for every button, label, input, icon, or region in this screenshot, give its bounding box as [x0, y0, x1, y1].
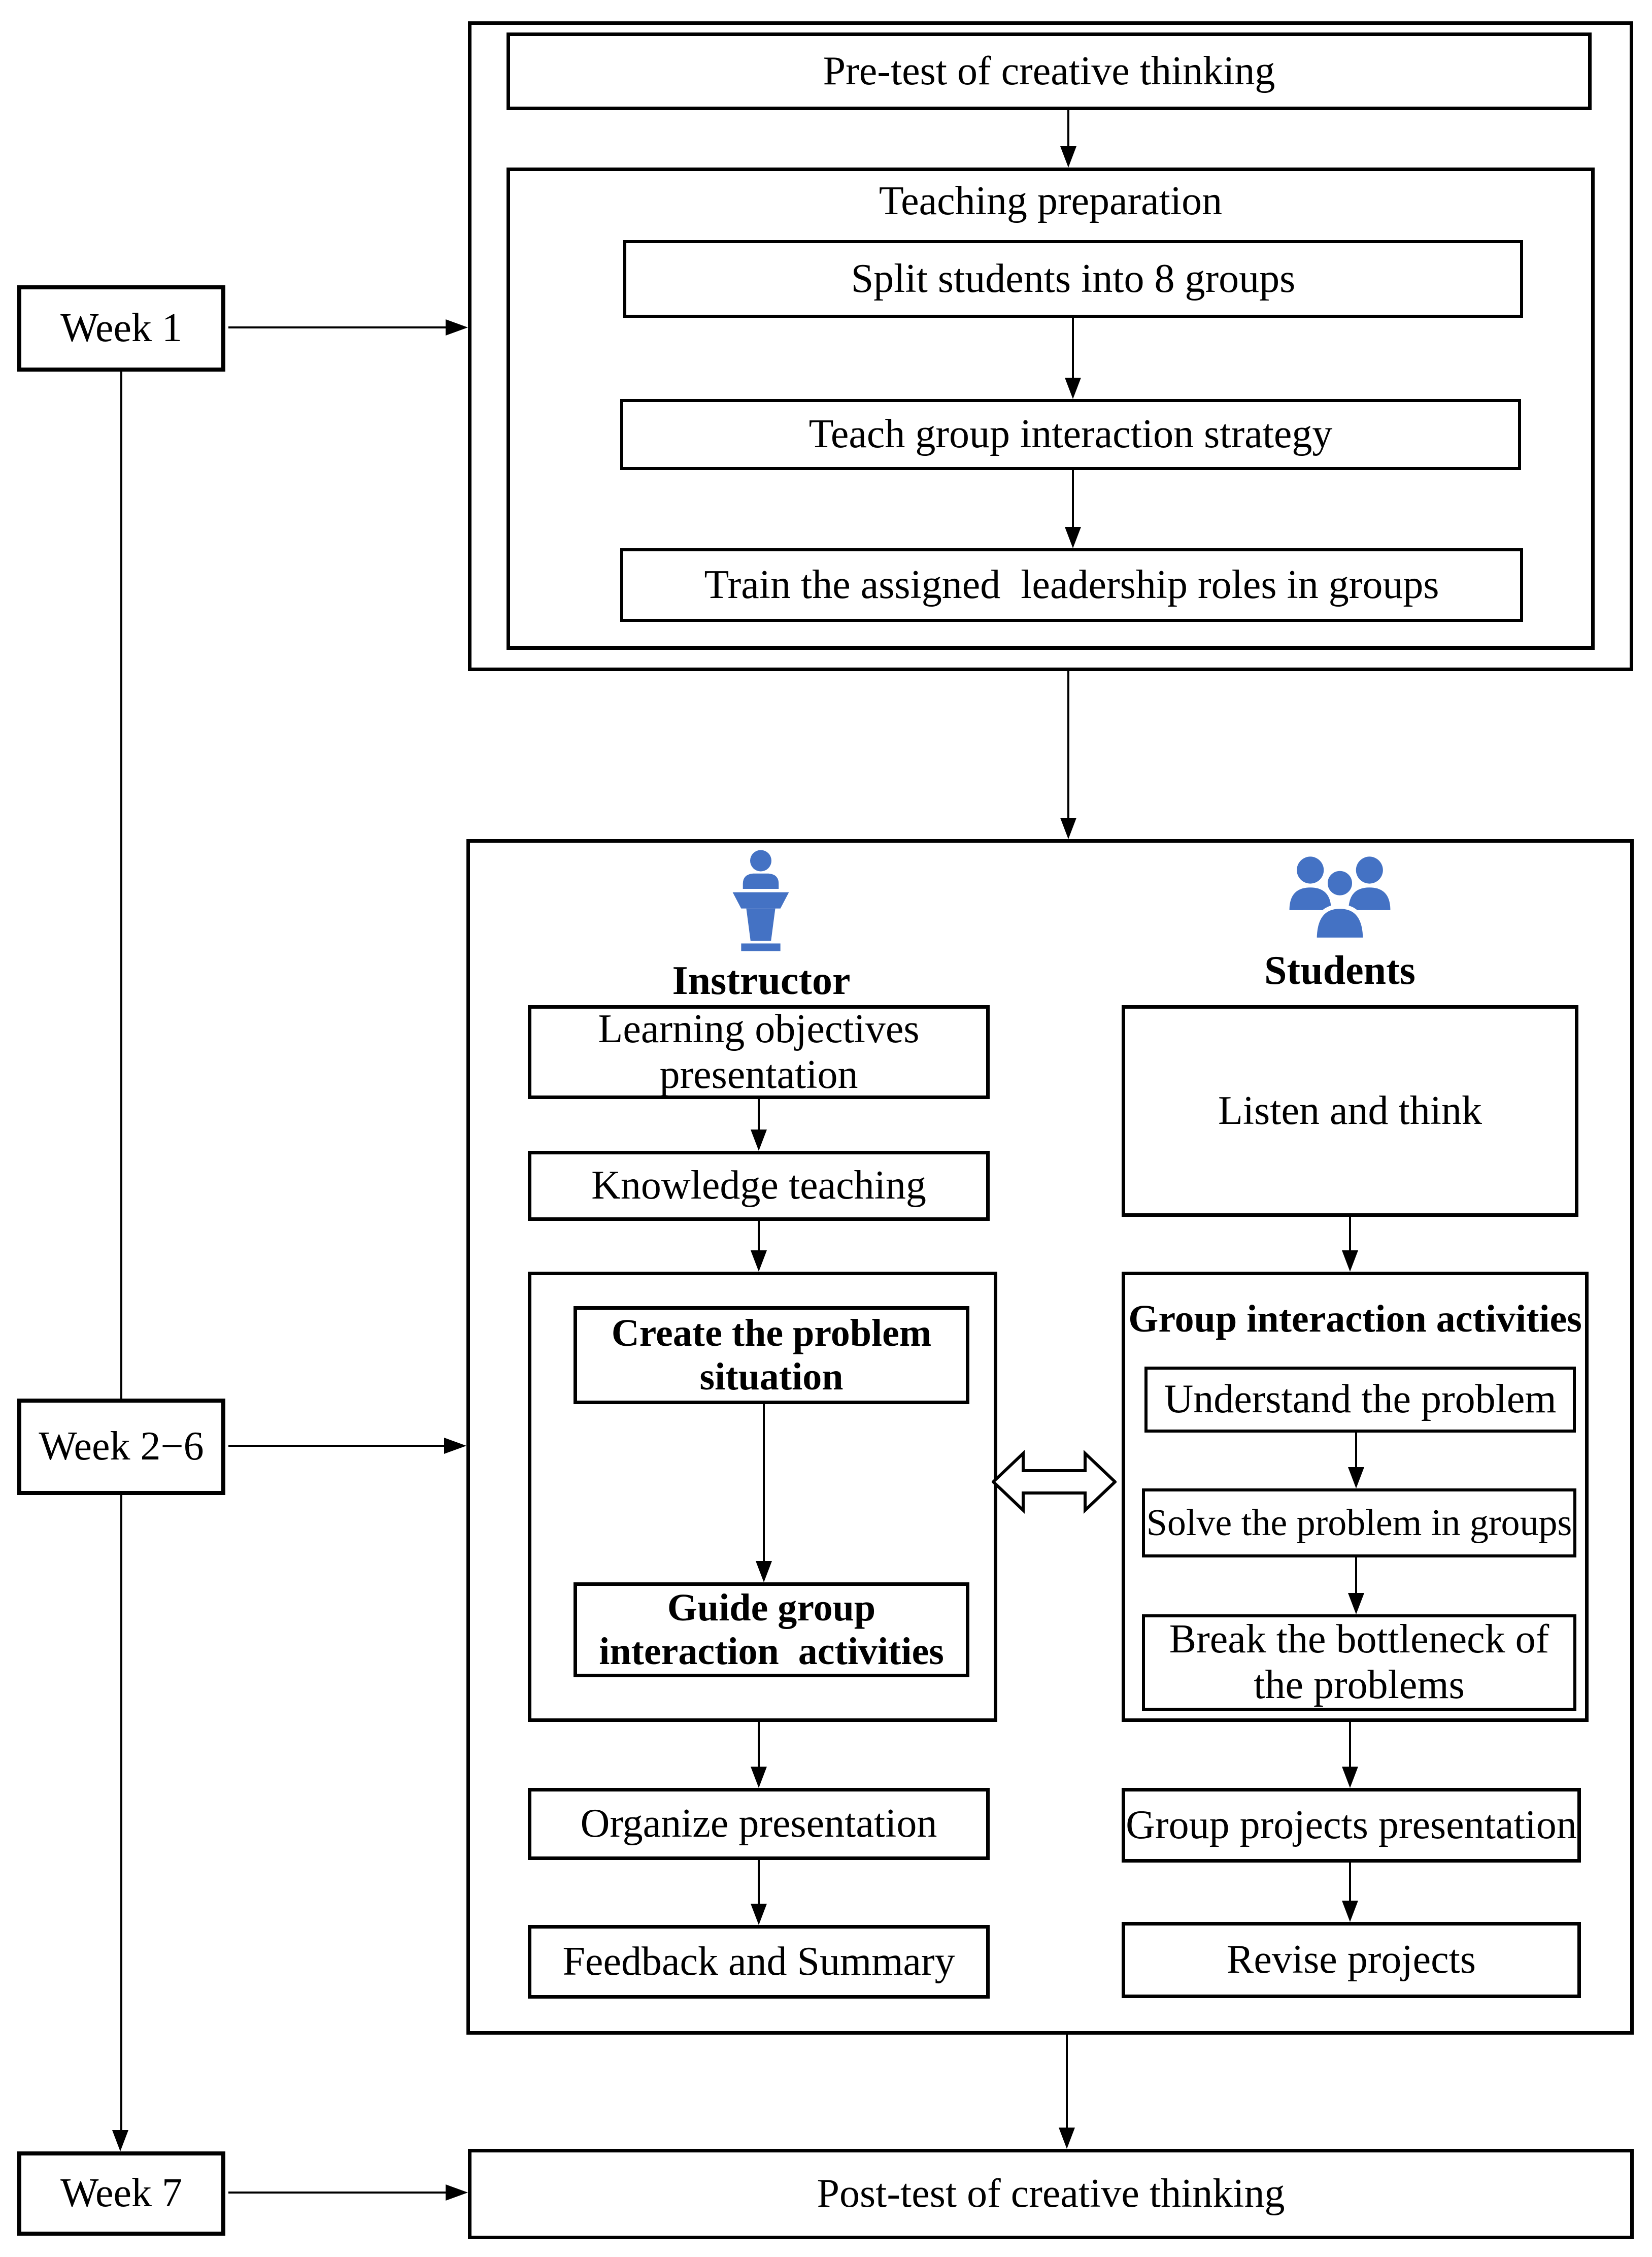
listen-think-label: Listen and think — [1218, 1088, 1482, 1133]
rail-line-week1-to-week26 — [120, 372, 122, 1399]
arrow-block1-to-block2-head — [1060, 818, 1076, 839]
week7-box: Week 7 — [17, 2151, 225, 2236]
arrow-understand-to-solve-head — [1348, 1467, 1364, 1488]
guide-group-label: Guide group interaction activities — [599, 1586, 944, 1673]
arrow-objectives-to-knowledge-head — [751, 1130, 767, 1151]
arrow-subblock-to-projects-line — [1349, 1722, 1351, 1767]
arrow-split-to-teach-head — [1065, 378, 1081, 399]
projects-presentation-label: Group projects presentation — [1126, 1802, 1577, 1847]
teaching-preparation-title: Teaching preparation — [879, 179, 1223, 223]
break-bottleneck-label: Break the bottleneck of the problems — [1169, 1617, 1549, 1707]
arrow-week26-to-block2-head — [444, 1438, 466, 1454]
feedback-summary-box: Feedback and Summary — [528, 1925, 990, 1999]
pretest-label: Pre-test of creative thinking — [823, 48, 1275, 93]
week1-box: Week 1 — [17, 285, 225, 372]
arrow-teach-to-train-head — [1065, 527, 1081, 548]
teach-strategy-label: Teach group interaction strategy — [808, 412, 1333, 457]
train-roles-box: Train the assigned leadership roles in g… — [620, 548, 1523, 622]
arrow-subblock-to-projects-head — [1342, 1767, 1358, 1788]
learning-objectives-label: Learning objectives presentation — [598, 1006, 920, 1097]
arrow-split-to-teach-line — [1072, 318, 1074, 378]
rail-arrowhead-into-week7 — [112, 2130, 128, 2151]
arrow-block2-to-posttest-head — [1059, 2128, 1075, 2149]
knowledge-teaching-label: Knowledge teaching — [591, 1163, 926, 1208]
week1-label: Week 1 — [60, 306, 183, 351]
arrow-pretest-to-prep-line — [1067, 110, 1069, 146]
arrow-organize-to-feedback-head — [751, 1904, 767, 1925]
arrow-pretest-to-prep-head — [1060, 146, 1076, 168]
projects-presentation-box: Group projects presentation — [1122, 1788, 1581, 1863]
train-roles-label: Train the assigned leadership roles in g… — [704, 562, 1439, 607]
arrow-create-to-guide-line — [763, 1404, 765, 1561]
arrow-knowledge-to-subblock-head — [751, 1250, 767, 1272]
create-problem-label: Create the problem situation — [611, 1312, 932, 1398]
split-groups-box: Split students into 8 groups — [623, 240, 1523, 318]
understand-problem-box: Understand the problem — [1144, 1367, 1576, 1433]
arrow-knowledge-to-subblock-line — [758, 1221, 760, 1250]
posttest-box: Post-test of creative thinking — [468, 2149, 1634, 2239]
revise-projects-box: Revise projects — [1122, 1922, 1581, 1998]
instructor-role-label: Instructor — [672, 958, 851, 1003]
arrow-solve-to-break-line — [1355, 1557, 1357, 1593]
teaching-preparation-container — [507, 168, 1595, 650]
arrow-block1-to-block2-line — [1067, 671, 1069, 818]
arrow-week7-to-posttest-head — [446, 2184, 468, 2201]
revise-projects-label: Revise projects — [1227, 1937, 1476, 1982]
arrow-objectives-to-knowledge-line — [758, 1099, 760, 1130]
learning-objectives-box: Learning objectives presentation — [528, 1005, 990, 1099]
group-interaction-title: Group interaction activities — [1128, 1298, 1582, 1340]
feedback-summary-label: Feedback and Summary — [562, 1939, 955, 1984]
podium-speaker-icon — [732, 850, 789, 951]
arrow-organize-to-feedback-line — [758, 1860, 760, 1904]
pretest-box: Pre-test of creative thinking — [507, 32, 1592, 110]
week1-phase-container — [468, 21, 1633, 671]
split-groups-label: Split students into 8 groups — [851, 256, 1296, 301]
arrow-projects-to-revise-head — [1342, 1901, 1358, 1922]
knowledge-teaching-box: Knowledge teaching — [528, 1151, 990, 1221]
listen-think-box: Listen and think — [1122, 1005, 1578, 1217]
week2-6-phase-container — [466, 839, 1634, 2035]
posttest-label: Post-test of creative thinking — [817, 2171, 1285, 2216]
arrow-week1-to-block1-head — [446, 319, 468, 336]
week7-label: Week 7 — [60, 2171, 183, 2216]
week2-6-label: Week 2−6 — [39, 1424, 204, 1469]
solve-problem-box: Solve the problem in groups — [1142, 1488, 1576, 1557]
two-way-exchange-arrow-icon — [992, 1450, 1117, 1514]
arrow-teach-to-train-line — [1072, 470, 1074, 527]
understand-problem-label: Understand the problem — [1164, 1377, 1557, 1422]
arrow-understand-to-solve-line — [1355, 1433, 1357, 1467]
rail-line-week26-to-week7 — [120, 1495, 122, 2130]
students-subblock — [1122, 1272, 1589, 1722]
arrow-week1-to-block1-line — [228, 326, 446, 328]
create-problem-box: Create the problem situation — [574, 1306, 969, 1404]
students-role-label: Students — [1264, 948, 1415, 993]
break-bottleneck-box: Break the bottleneck of the problems — [1142, 1614, 1576, 1711]
arrow-block2-to-posttest-line — [1066, 2035, 1068, 2128]
arrow-projects-to-revise-line — [1349, 1863, 1351, 1901]
guide-group-box: Guide group interaction activities — [574, 1582, 969, 1677]
arrow-create-to-guide-head — [756, 1561, 772, 1582]
arrow-subblock-to-organize-line — [758, 1722, 760, 1767]
arrow-week26-to-block2-line — [228, 1445, 444, 1447]
instructor-subblock — [528, 1272, 997, 1722]
organize-presentation-label: Organize presentation — [580, 1801, 937, 1846]
week2-6-box: Week 2−6 — [17, 1399, 225, 1495]
teach-strategy-box: Teach group interaction strategy — [620, 399, 1521, 470]
organize-presentation-box: Organize presentation — [528, 1788, 990, 1860]
arrow-subblock-to-organize-head — [751, 1767, 767, 1788]
people-group-icon — [1289, 856, 1391, 942]
arrow-solve-to-break-head — [1348, 1593, 1364, 1614]
arrow-listen-to-subblock-head — [1342, 1250, 1358, 1272]
arrow-week7-to-posttest-line — [228, 2192, 446, 2194]
arrow-listen-to-subblock-line — [1349, 1217, 1351, 1250]
solve-problem-label: Solve the problem in groups — [1146, 1502, 1572, 1544]
